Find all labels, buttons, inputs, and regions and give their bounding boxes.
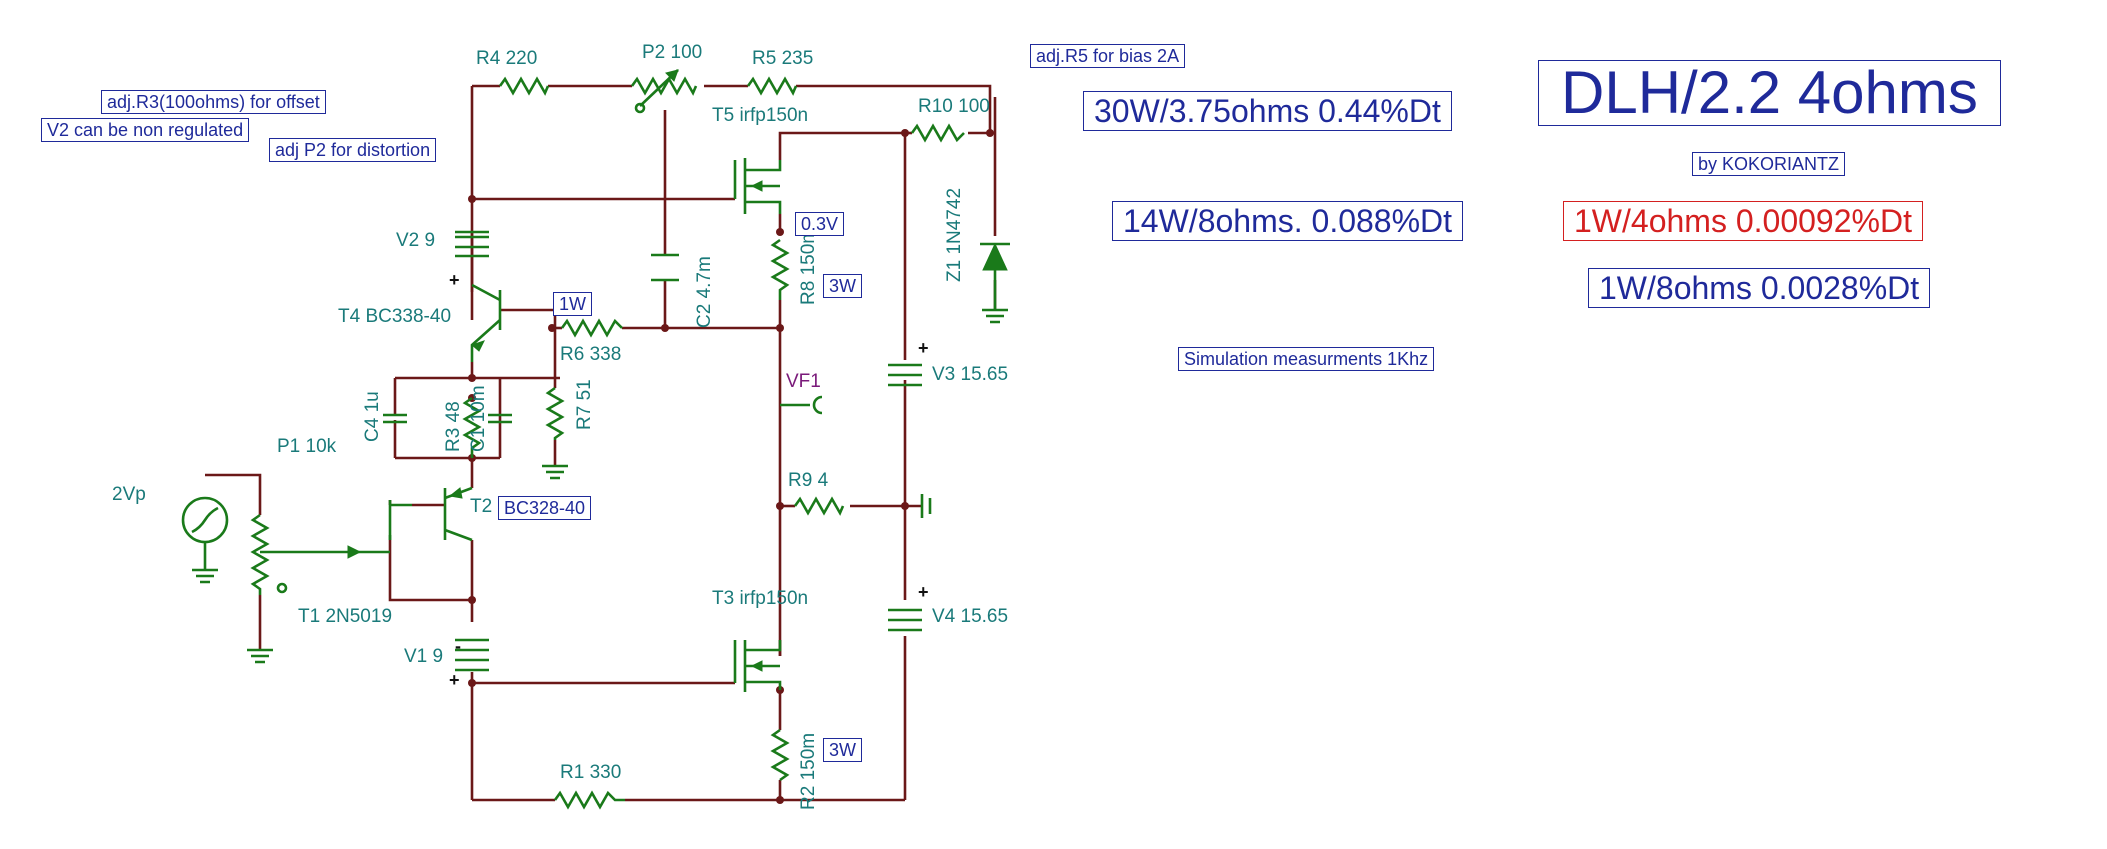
tag-3w-r8: 3W <box>823 274 862 298</box>
result-1w-4ohms: 1W/4ohms 0.00092%Dt <box>1563 201 1923 241</box>
plus-sign-v4: + <box>918 582 929 602</box>
tag-0-3v: 0.3V <box>795 212 845 236</box>
note-simulation: Simulation measurments 1Khz <box>1178 347 1435 371</box>
label-r8: R8 150m <box>798 228 819 305</box>
polarity-marks: + + + + - <box>449 270 929 690</box>
resistor-r3 <box>462 396 482 458</box>
resistor-r6 <box>560 318 623 338</box>
components <box>181 69 1010 810</box>
label-z1: Z1 1N4742 <box>944 188 965 282</box>
title-box: DLH/2.2 4ohms <box>1538 60 2001 126</box>
label-p1: P1 10k <box>277 436 337 457</box>
junction-dots <box>468 129 994 804</box>
tag-3w-r2: 3W <box>823 738 862 762</box>
label-r1: R1 330 <box>560 762 621 783</box>
result-30w: 30W/3.75ohms 0.44%Dt <box>1083 91 1452 131</box>
label-t3: T3 irfp150n <box>712 588 808 609</box>
label-r4: R4 220 <box>476 48 537 69</box>
label-r6: R6 338 <box>560 344 621 365</box>
battery-v1 <box>455 638 489 672</box>
zener-z1 <box>980 242 1010 324</box>
label-c1: C1 10m <box>468 385 489 452</box>
label-p2: P2 100 <box>642 42 702 63</box>
resistor-r1 <box>553 790 625 810</box>
label-r3: R3 48 <box>443 401 464 452</box>
label-r10: R10 100 <box>918 96 990 117</box>
resistor-r7 <box>545 386 565 440</box>
label-t5: T5 irfp150n <box>712 105 808 126</box>
label-t1: T1 2N5019 <box>298 606 392 627</box>
mosfet-t3 <box>733 640 782 692</box>
note-adj-r5: adj.R5 for bias 2A <box>1030 44 1186 68</box>
label-v3: V3 15.65 <box>932 364 1008 385</box>
note-adj-r3: adj.R3(100ohms) for offset <box>101 90 326 114</box>
capacitor-c1 <box>488 413 512 424</box>
label-t4: T4 BC338-40 <box>338 306 451 327</box>
label-r5: R5 235 <box>752 48 813 69</box>
note-v2-unregulated: V2 can be non regulated <box>41 118 250 142</box>
label-v2: V2 9 <box>396 230 435 251</box>
mosfet-t5 <box>733 158 782 214</box>
plus-sign-v2: + <box>449 270 460 290</box>
label-c2: C2 4.7m <box>694 256 715 328</box>
battery-v3 <box>888 363 922 387</box>
battery-v4 <box>888 608 922 632</box>
label-2vp: 2Vp <box>112 484 146 505</box>
note-adj-p2: adj P2 for distortion <box>269 138 437 162</box>
capacitor-c2 <box>651 253 679 282</box>
plus-sign-v3: + <box>918 338 929 358</box>
result-14w: 14W/8ohms. 0.088%Dt <box>1112 201 1464 241</box>
label-r7: R7 51 <box>574 379 595 430</box>
capacitor-c4 <box>383 413 407 424</box>
label-r2: R2 150m <box>798 733 819 810</box>
battery-v2 <box>455 230 489 258</box>
wires <box>205 84 997 802</box>
note-author: by KOKORIANTZ <box>1692 152 1846 176</box>
resistor-r4 <box>498 76 550 96</box>
resistor-r5 <box>746 76 798 96</box>
label-v4: V4 15.65 <box>932 606 1008 627</box>
minus-sign-v1: - <box>455 636 461 656</box>
label-vf1: VF1 <box>786 371 821 392</box>
label-v1: V1 9 <box>404 646 443 667</box>
tag-1w: 1W <box>553 292 592 316</box>
label-c4: C4 1u <box>362 391 383 442</box>
bjt-t4 <box>470 283 502 362</box>
component-labels: R4 220 P2 100 R5 235 T5 irfp150n R10 100… <box>112 42 1008 810</box>
plus-sign-v1: + <box>449 670 460 690</box>
result-1w-8ohms: 1W/8ohms 0.0028%Dt <box>1588 268 1931 308</box>
resistor-r2 <box>770 728 790 782</box>
signal-source-2vp <box>181 496 229 584</box>
resistor-r10 <box>910 123 965 143</box>
bjt-t2 <box>443 486 473 542</box>
potentiometer-p2 <box>630 76 698 96</box>
tag-bc328: BC328-40 <box>498 496 592 520</box>
potentiometer-p1 <box>247 513 288 664</box>
label-t2: T2 <box>470 496 492 517</box>
resistor-r8 <box>770 238 790 300</box>
jfet-t1 <box>280 500 412 559</box>
label-r9: R9 4 <box>788 470 829 491</box>
resistor-r9 <box>793 496 845 516</box>
